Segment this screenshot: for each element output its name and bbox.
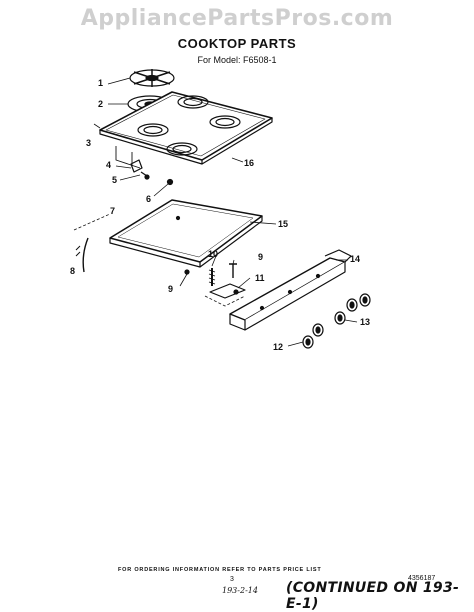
clip-assembly-part xyxy=(204,283,246,307)
callout-9a: 9 xyxy=(168,284,173,294)
callout-3: 3 xyxy=(86,138,91,148)
document-number: 4356187 xyxy=(408,575,436,582)
page-number: 3 xyxy=(230,576,234,583)
spring-part xyxy=(208,268,216,286)
callout-14: 14 xyxy=(350,254,360,264)
burner-grate-part xyxy=(129,69,175,87)
callout-11: 11 xyxy=(255,273,265,283)
callout-10: 10 xyxy=(208,249,218,259)
callout-12: 12 xyxy=(273,342,283,352)
callout-7: 7 xyxy=(110,206,115,216)
drip-tray-part xyxy=(109,199,263,268)
model-line: For Model: F6508-1 xyxy=(197,55,277,65)
rod-part xyxy=(73,213,111,273)
cooktop-burner-openings xyxy=(137,95,241,156)
small-screw-part xyxy=(184,269,190,275)
callout-4: 4 xyxy=(106,160,111,170)
ordering-note: FOR ORDERING INFORMATION REFER TO PARTS … xyxy=(118,567,322,573)
handwritten-code: 193-2-14 xyxy=(222,586,258,595)
callout-16: 16 xyxy=(244,158,254,168)
leader-lines xyxy=(93,77,358,347)
bracket-part xyxy=(130,159,150,180)
callout-2: 2 xyxy=(98,99,103,109)
callout-13: 13 xyxy=(360,317,370,327)
continued-note: (CONTINUED ON 193- E-1) xyxy=(286,580,460,612)
control-panel-part xyxy=(229,249,352,331)
watermark: AppliancePartsPros.com xyxy=(80,6,394,31)
callout-1: 1 xyxy=(98,78,103,88)
knob-part xyxy=(302,293,371,349)
cooktop-panel-part xyxy=(99,91,273,169)
clip-part xyxy=(166,178,174,186)
callout-15: 15 xyxy=(278,219,288,229)
page-title: COOKTOP PARTS xyxy=(177,36,297,51)
pin-part xyxy=(229,263,237,278)
callout-9b: 9 xyxy=(258,252,263,262)
callout-8: 8 xyxy=(70,266,75,276)
callout-6: 6 xyxy=(146,194,151,204)
callout-5: 5 xyxy=(112,175,117,185)
